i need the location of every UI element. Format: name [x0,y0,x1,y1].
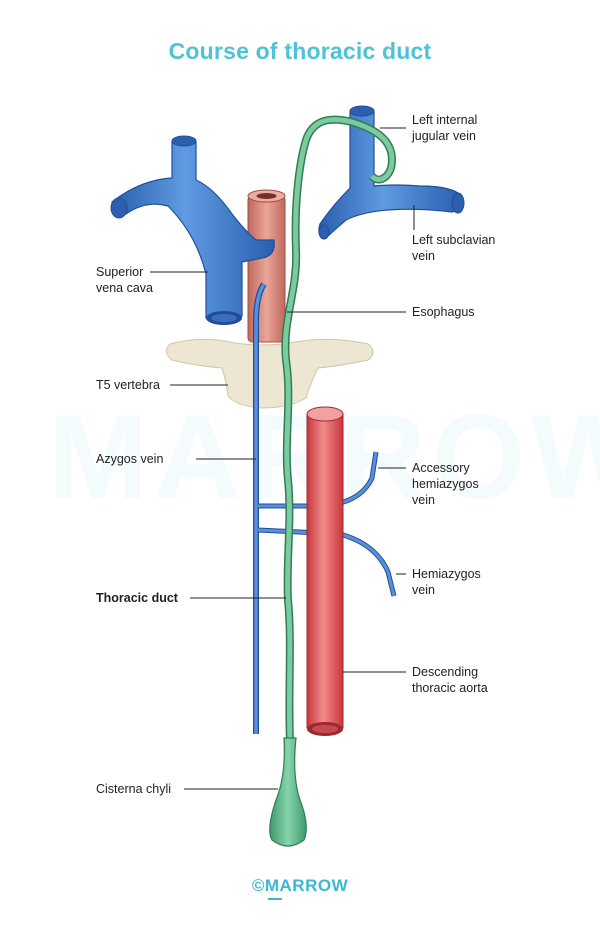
label-thoracic-duct: Thoracic duct [96,591,178,605]
diagram-title: Course of thoracic duct [168,38,432,64]
label-t5-vertebra: T5 vertebra [96,378,160,392]
descending-aorta-shape [306,406,344,736]
label-hemiazygos-vein: Hemiazygos vein [412,567,481,597]
label-superior-vena-cava: Superior vena cava [96,265,153,295]
thoracic-duct-shape [269,115,397,847]
superior-vena-cava-shape [110,135,275,325]
label-left-internal-jugular-vein: Left internal jugular vein [412,113,478,143]
label-azygos-vein: Azygos vein [96,452,164,466]
label-accessory-hemiazygos-vein: Accessory hemiazygos vein [412,461,479,507]
label-descending-thoracic-aorta: Descending thoracic aorta [412,665,488,695]
logo-underline [268,898,282,900]
t5-vertebra-shape [166,338,374,409]
label-esophagus: Esophagus [412,305,475,319]
marrow-logo: ©MARROW [251,876,349,895]
left-jugular-subclavian-shape [318,105,465,240]
azygos-vein-shape [253,282,267,734]
label-cisterna-chyli: Cisterna chyli [96,782,172,796]
leader-lines [150,127,415,790]
label-left-subclavian-vein: Left subclavian vein [412,233,496,263]
